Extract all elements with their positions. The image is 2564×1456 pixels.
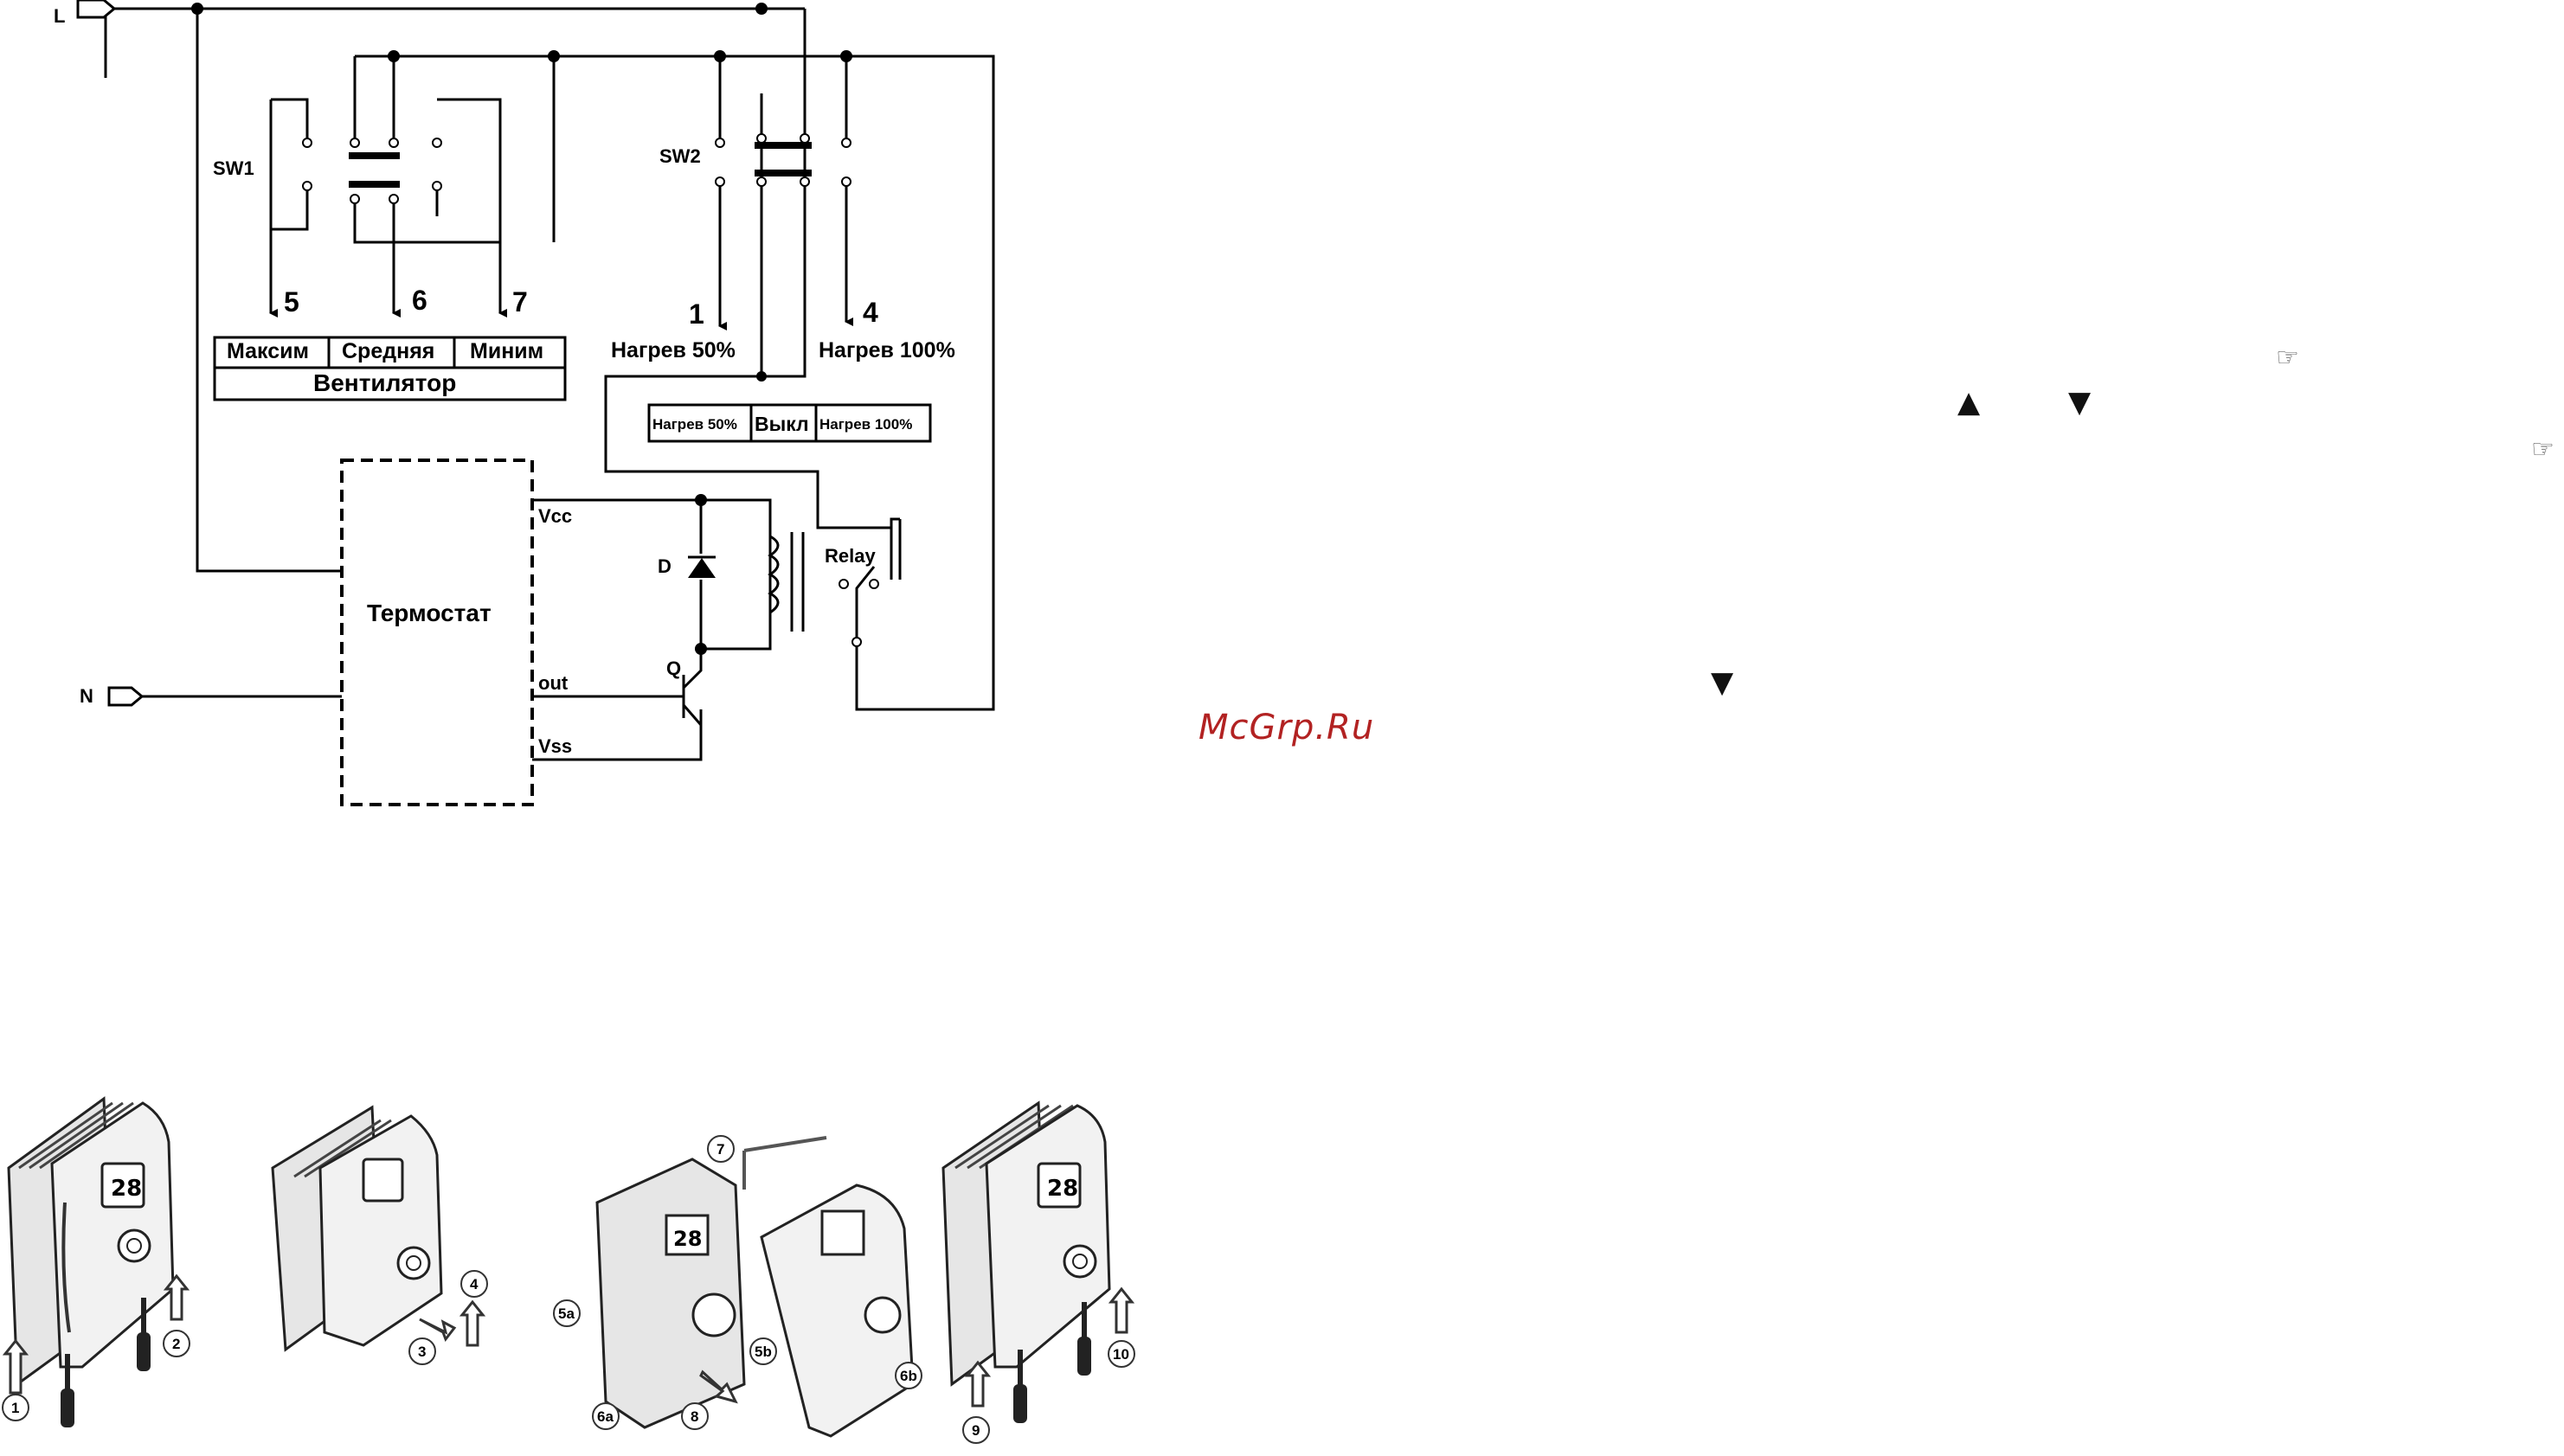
heat-mode-50: Нагрев 50% (652, 416, 737, 433)
step-9: 9 (972, 1422, 980, 1439)
step-6a: 6a (597, 1408, 614, 1425)
down-triangle-icon-2: ▼ (1711, 668, 1733, 697)
step-8: 8 (691, 1408, 698, 1425)
step-10: 10 (1113, 1346, 1129, 1363)
step-6b: 6b (900, 1368, 917, 1384)
fan-output-6: 6 (412, 285, 427, 316)
svg-text:28: 28 (111, 1176, 142, 1202)
fan-speed-min: Миним (470, 339, 543, 363)
step-5b: 5b (755, 1344, 772, 1360)
pointing-hand-icon: ☞ (2276, 343, 2299, 373)
output-arrows (271, 285, 846, 326)
vss-pin-label: Vss (538, 735, 572, 757)
diode-label: D (658, 555, 672, 577)
thermostat-unit-open: 28 (597, 1138, 913, 1436)
heat-output-1: 1 (689, 298, 704, 330)
thermostat-box (342, 460, 532, 805)
heat-mode-off: Выкл (755, 413, 809, 435)
line-label: L (54, 5, 65, 27)
switch-bars (349, 145, 812, 184)
step-4: 4 (470, 1276, 479, 1292)
svg-text:28: 28 (673, 1227, 702, 1251)
relay-coil (770, 532, 803, 632)
down-triangle-icon: ▼ (2068, 388, 2091, 417)
step-2: 2 (172, 1336, 180, 1352)
line-terminal (78, 0, 114, 17)
fan-output-5: 5 (284, 286, 299, 317)
heat-50-label: Нагрев 50% (611, 338, 736, 362)
fan-output-7: 7 (512, 286, 528, 317)
relay-label: Relay (825, 545, 876, 567)
thermostat-unit-2 (273, 1107, 441, 1350)
heat-output-4: 4 (863, 297, 878, 328)
step-1: 1 (11, 1400, 19, 1416)
step-7: 7 (717, 1141, 724, 1158)
heat-100-label: Нагрев 100% (819, 338, 955, 362)
step-5a: 5a (558, 1305, 575, 1322)
thermostat-label: Термостат (367, 600, 492, 626)
heat-mode-100: Нагрев 100% (819, 416, 912, 433)
diode-symbol (688, 557, 716, 578)
pointing-hand-icon-2: ☞ (2531, 434, 2554, 465)
fan-speed-medium: Средняя (342, 339, 434, 363)
site-watermark: McGrp.Ru (1198, 708, 1374, 747)
sw1-label: SW1 (213, 157, 254, 179)
vcc-pin-label: Vcc (538, 505, 572, 527)
step-3: 3 (418, 1344, 426, 1360)
svg-text:28: 28 (1047, 1176, 1078, 1202)
installation-illustrations: 28 28 (3, 1099, 1134, 1443)
neutral-label: N (80, 685, 93, 707)
transistor-label: Q (666, 657, 681, 679)
fan-table-caption: Вентилятор (313, 369, 456, 396)
out-pin-label: out (538, 672, 569, 694)
neutral-terminal (109, 688, 142, 705)
up-triangle-icon: ▲ (1957, 388, 1980, 417)
fan-speed-max: Максим (227, 339, 309, 363)
sw2-label: SW2 (659, 145, 701, 167)
